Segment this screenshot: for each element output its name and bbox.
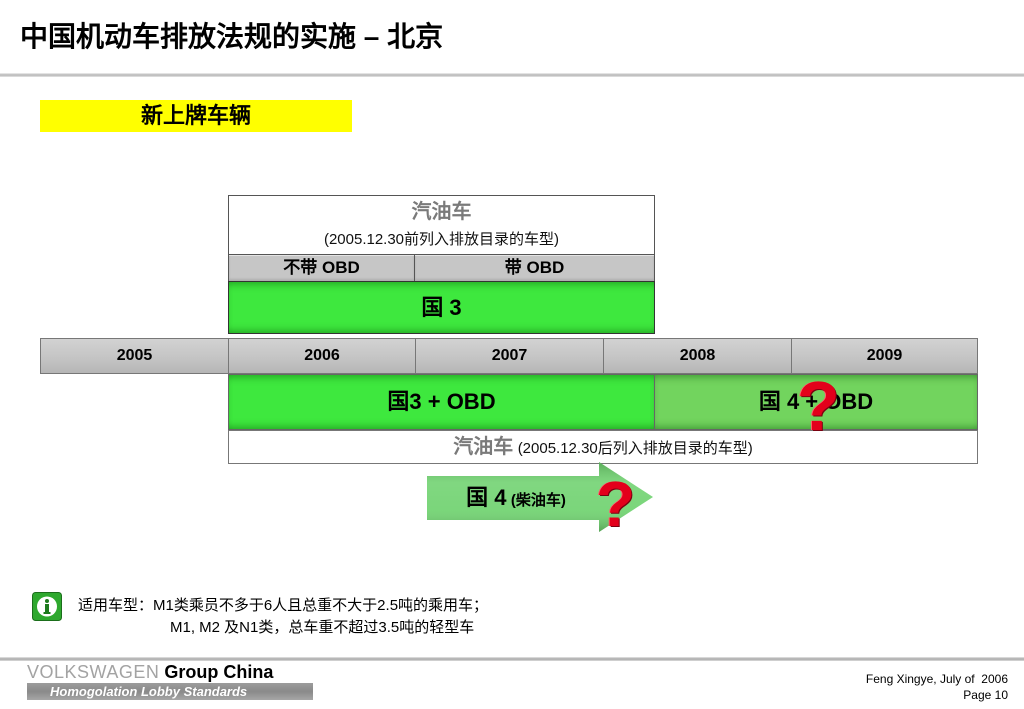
year-cell-2009: 2009	[792, 339, 977, 373]
gasoline-after-heading: 汽油车	[453, 436, 514, 458]
question-mark-gasoline: ?	[797, 367, 840, 445]
gasoline-after-label: 汽油车 (2005.12.30后列入排放目录的车型)	[228, 430, 978, 464]
year-cell-2008: 2008	[604, 339, 792, 373]
info-text-line1: 适用车型：M1类乘员不多于6人且总重不大于2.5吨的乘用车；	[78, 597, 489, 614]
title-divider	[0, 73, 1024, 77]
obd-cell: 带 OBD	[414, 254, 655, 282]
brand-logo: VOLKSWAGEN Group China	[27, 661, 273, 683]
info-icon	[32, 592, 62, 621]
question-mark-diesel: ?	[596, 468, 636, 540]
diesel-note: (柴油车)	[510, 492, 566, 509]
year-cell-2005: 2005	[41, 339, 229, 373]
gasoline-before-note: (2005.12.30前列入排放目录的车型)	[323, 231, 560, 248]
year-cell-2007: 2007	[416, 339, 604, 373]
diesel-arrow	[427, 462, 653, 532]
diesel-label: 国 4 (柴油车)	[427, 476, 605, 520]
no-obd-cell: 不带 OBD	[228, 254, 415, 282]
page-number: Page 10	[963, 688, 1008, 702]
section-label: 新上牌车辆	[40, 100, 352, 132]
standard-3-obd-bar: 国3 + OBD	[228, 374, 655, 430]
standard-3-bar: 国 3	[228, 281, 655, 334]
gasoline-before-header: 汽油车 (2005.12.30前列入排放目录的车型)	[228, 195, 655, 255]
year-cell-2006: 2006	[229, 339, 416, 373]
year-timeline: 2005 2006 2007 2008 2009	[40, 338, 978, 374]
gasoline-before-heading: 汽油车	[411, 201, 472, 223]
info-text-line2: M1, M2 及N1类，总车重不超过3.5吨的轻型车	[170, 619, 475, 636]
diesel-standard: 国 4	[466, 485, 507, 510]
brand-subtitle: Homogolation Lobby Standards	[27, 683, 313, 700]
standard-4-obd-bar: 国 4 + OBD	[654, 374, 978, 430]
brand-group: Group China	[164, 662, 274, 682]
gasoline-after-note: (2005.12.30后列入排放目录的车型)	[517, 440, 753, 457]
footer-divider	[0, 657, 1024, 661]
author-date: Feng Xingye, July of 2006	[865, 672, 1008, 686]
slide-title: 中国机动车排放法规的实施 – 北京	[20, 21, 444, 52]
brand-name: VOLKSWAGEN	[27, 662, 160, 682]
